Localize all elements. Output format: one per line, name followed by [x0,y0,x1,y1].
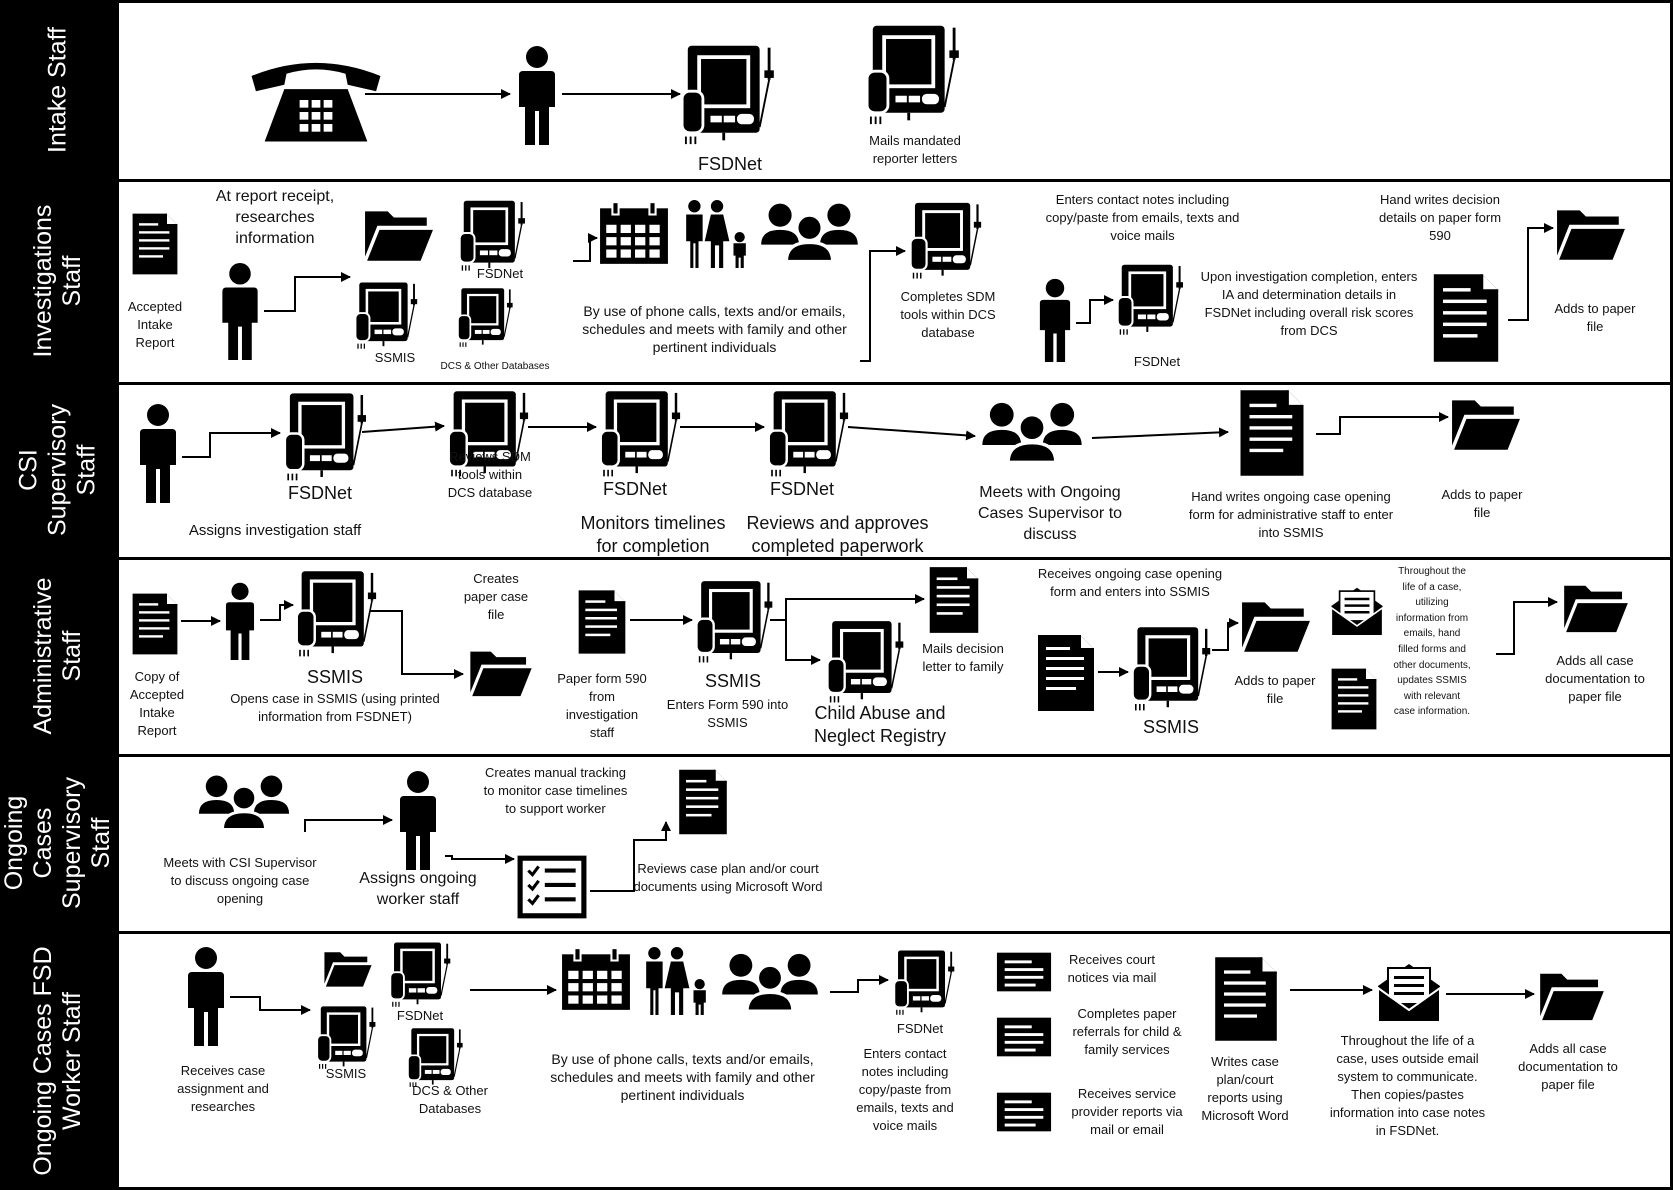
arrow [770,594,925,621]
lane-header-admin: Administrative Staff [0,557,116,754]
fsdnet-label: FSDNet [602,479,667,499]
schedules-meets-label: By use of phone calls, texts and/or emai… [550,1051,815,1103]
fsdnet-label: FSDNet [287,483,352,503]
hand-writes-590-label: Hand writes decision details on paper fo… [1378,192,1502,243]
assigns-worker-label: Assigns ongoing worker staff [359,870,477,908]
arrow [264,272,351,312]
investigation-completion-label: Upon investigation completion, enters IA… [1200,269,1418,338]
arrow [1508,223,1554,321]
arrow [361,421,445,433]
arrow [1091,427,1229,439]
contact-notes-label: Enters contact notes including copy/past… [1045,192,1240,243]
ssmis-label: SSMIS [325,1066,367,1081]
reviews-approves-label: Reviews and approves completed paperwork [746,513,929,556]
ssmis-label: SSMIS [704,671,761,691]
court-notices-label: Receives court notices via mail [1067,952,1157,985]
arrow [830,975,889,993]
arrow [1496,597,1558,655]
researches-label: At report receipt, researches informatio… [215,188,335,247]
receives-opening-form-label: Receives ongoing case opening form and e… [1037,566,1223,599]
dcs-databases-label: DCS & Other Databases [412,1083,488,1116]
throughout-updates-ssmis-label: Throughout the life of a case, utilizing… [1393,566,1471,718]
hand-writes-opening-form-label: Hand writes ongoing case opening form fo… [1188,489,1394,540]
referrals-label: Completes paper referrals for child & fa… [1072,1006,1182,1057]
fsdnet-label: FSDNet [769,479,834,499]
ssmis-label: SSMIS [374,350,416,365]
provider-reports-label: Receives service provider reports via ma… [1071,1086,1183,1137]
arrow [847,426,976,441]
contact-notes-label: Enters contact notes including copy/past… [856,1046,954,1133]
adds-all-documentation-label: Adds all case documentation to paper fil… [1545,653,1645,704]
completes-sdm-label: Completes SDM tools within DCS database [900,289,996,340]
registry-label: Child Abuse and Neglect Registry [813,703,947,746]
adds-all-documentation-label: Adds all case documentation to paper fil… [1518,1041,1618,1092]
mails-decision-letter-label: Mails decision letter to family [922,641,1004,674]
arrow [445,854,515,864]
dcs-databases-label: DCS & Other Databases [440,361,550,372]
enters-form-590-label: Enters Form 590 into SSMIS [666,697,789,730]
writes-case-plan-label: Writes case plan/court reports using Mic… [1201,1054,1289,1123]
paper-form-590-label: Paper form 590 from investigation staff [557,671,647,740]
lane-header-ongoing-supervisory: Ongoing Cases Supervisory Staff [0,754,116,931]
lane-header-intake: Intake Staff [0,0,116,179]
reviews-sdm-label: Reviews SDM tools within DCS database [447,449,533,500]
lane-header-csi: CSI Supervisory Staff [0,382,116,557]
copy-intake-report-label: Copy of Accepted Intake Report [129,669,185,738]
schedules-meets-label: By use of phone calls, texts and/or emai… [582,303,847,355]
arrow [590,821,671,892]
arrow [1316,412,1449,435]
assigns-investigation-label: Assigns investigation staff [188,522,362,539]
adds-paper-file-label: Adds to paper file [1441,487,1523,520]
fsdnet-label: FSDNet [396,1008,444,1023]
monitors-timelines-label: Monitors timelines for completion [580,513,726,556]
lane-ongoing-worker [116,931,1673,1190]
lane-header-investigations: Investigations Staff [0,179,116,382]
adds-paper-file-label: Adds to paper file [1554,301,1636,334]
meets-ongoing-supervisor-label: Meets with Ongoing Cases Supervisor to d… [977,484,1123,543]
fsdnet-label: FSDNet [896,1021,944,1036]
arrow [182,428,281,458]
arrow [785,620,821,665]
ssmis-label: SSMIS [1142,717,1199,737]
fsdnet-label: FSDNet [697,154,762,174]
lane-header-ongoing-worker: Ongoing Cases FSD Worker Staff [0,931,116,1190]
arrow [370,610,464,679]
arrow [260,600,294,621]
creates-tracking-label: Creates manual tracking to monitor case … [483,765,628,816]
fsdnet-label: FSDNet [476,266,524,281]
fsdnet-label: FSDNet [1133,354,1181,369]
meets-csi-supervisor-label: Meets with CSI Supervisor to discuss ong… [163,855,317,906]
ssmis-label: SSMIS [306,667,363,687]
arrow [230,996,311,1015]
mails-reporter-letters-label: Mails mandated reporter letters [869,133,961,166]
reviews-case-plan-label: Reviews case plan and/or court documents… [633,861,823,894]
arrow [1076,295,1114,324]
arrow [304,815,393,832]
receives-assignment-label: Receives case assignment and researches [177,1063,269,1114]
arrow [1212,618,1239,651]
email-system-label: Throughout the life of a case, uses outs… [1329,1033,1486,1138]
arrow [860,246,906,362]
arrow [573,233,598,262]
opens-case-label: Opens case in SSMIS (using printed infor… [230,691,440,724]
creates-paper-file-label: Creates paper case file [463,571,529,622]
accepted-intake-report-label: Accepted Intake Report [127,299,183,350]
adds-paper-file-label: Adds to paper file [1234,673,1316,706]
